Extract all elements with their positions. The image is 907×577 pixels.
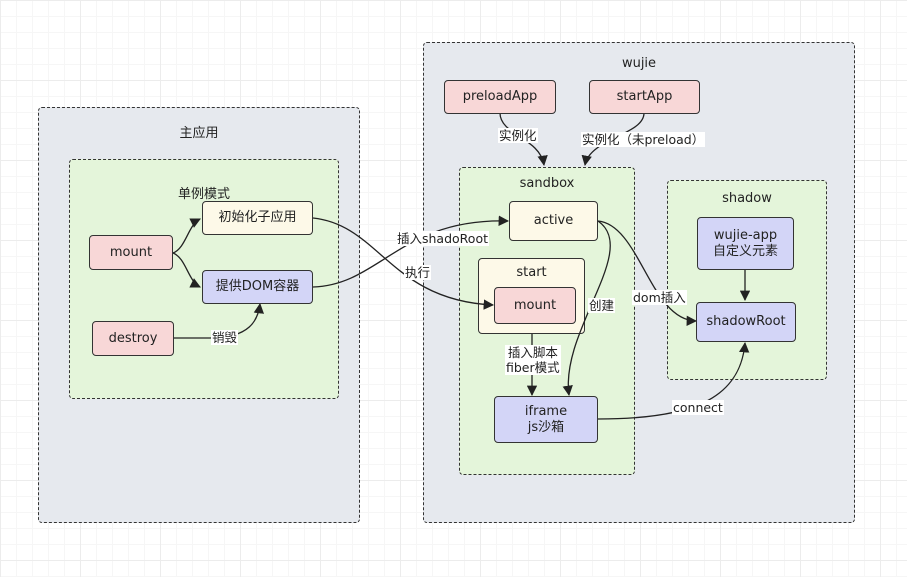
- edge-label-execute: 执行: [404, 265, 432, 280]
- wujie-title: wujie: [621, 56, 657, 71]
- wujie-app-line2: 自定义元素: [712, 243, 778, 259]
- start-app-node: startApp: [589, 80, 700, 114]
- edge-label-insert-script: 插入脚本 fiber模式: [505, 345, 561, 375]
- shadow-root-node: shadowRoot: [696, 302, 796, 342]
- edge-destroy-to-provide: [174, 302, 264, 339]
- edge-label-dom-insert: dom插入: [632, 290, 687, 305]
- edge-label-create: 创建: [588, 298, 616, 313]
- destroy-node: destroy: [92, 321, 174, 356]
- sandbox-title: sandbox: [519, 176, 575, 191]
- insert-script-line1: 插入脚本: [507, 345, 558, 360]
- insert-script-line2: fiber模式: [506, 360, 560, 375]
- shadow-container: shadow: [667, 180, 827, 380]
- edge-init-to-mount-start: [312, 217, 495, 310]
- iframe-js-sandbox-node: iframe js沙箱: [494, 396, 598, 443]
- shadow-title: shadow: [722, 191, 772, 206]
- edge-provide-to-active: [312, 215, 510, 288]
- provide-dom-container-node: 提供DOM容器: [202, 270, 313, 304]
- edge-mount-to-provide: [172, 252, 201, 288]
- main-app-title: 主应用: [179, 126, 219, 141]
- edge-label-insert-shadow-root: 插入shadoRoot: [396, 231, 489, 246]
- edge-active-to-iframe: [562, 220, 611, 397]
- edge-mount-to-init: [172, 218, 201, 254]
- init-sub-app-node: 初始化子应用: [202, 201, 313, 235]
- edge-label-instantiate: 实例化: [498, 128, 538, 143]
- mount-node: mount: [89, 235, 173, 270]
- wujie-app-node: wujie-app 自定义元素: [697, 217, 794, 270]
- active-node: active: [509, 201, 598, 241]
- mount-start-node: mount: [494, 287, 576, 324]
- iframe-line2: js沙箱: [527, 419, 565, 435]
- start-title: start: [516, 265, 547, 280]
- edge-label-destroy: 销毁: [211, 330, 239, 345]
- wujie-app-line1: wujie-app: [713, 227, 778, 243]
- singleton-mode-title: 单例模式: [177, 187, 230, 202]
- edge-label-instantiate-no-preload: 实例化（未preload）: [581, 132, 706, 147]
- preload-app-node: preloadApp: [444, 80, 556, 114]
- edge-active-to-shadowroot: [597, 220, 698, 326]
- edge-label-connect: connect: [672, 400, 724, 415]
- iframe-line1: iframe: [524, 403, 568, 419]
